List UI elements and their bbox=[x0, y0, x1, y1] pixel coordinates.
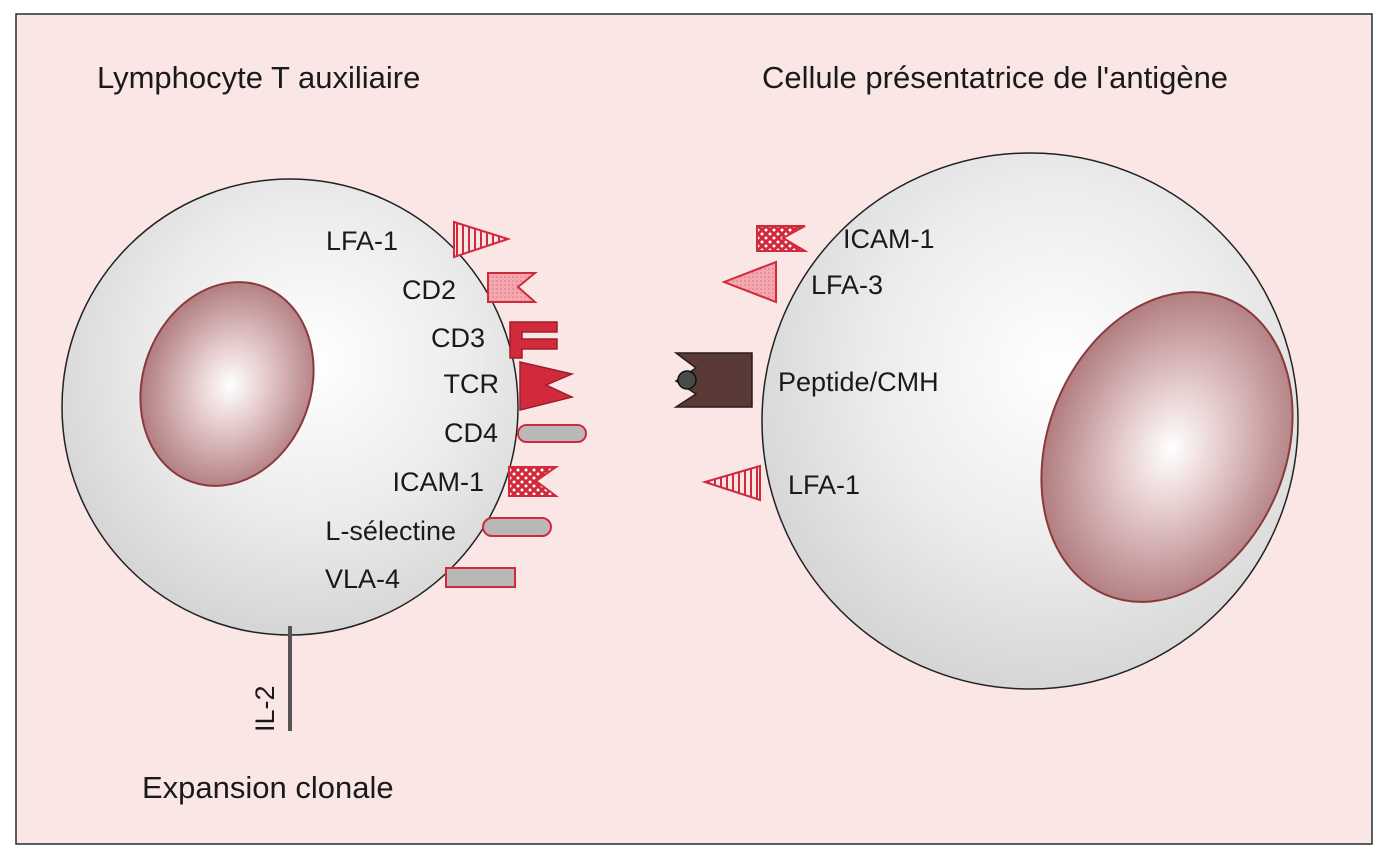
pink-triangle-icon bbox=[721, 260, 777, 304]
t-mol-label: ICAM-1 bbox=[392, 467, 484, 497]
dotted-notch-icon bbox=[508, 466, 560, 497]
apc-mol-label: ICAM-1 bbox=[843, 224, 935, 254]
t-cell-title: Lymphocyte T auxiliaire bbox=[97, 60, 420, 95]
grey-capsule-icon bbox=[517, 424, 587, 443]
outcome-label: Expansion clonale bbox=[142, 770, 394, 805]
t-mol-label: VLA-4 bbox=[325, 564, 400, 594]
t-cell bbox=[61, 178, 519, 636]
red-v-receptor-icon bbox=[519, 361, 575, 411]
peptide-ball-icon bbox=[677, 370, 697, 390]
apc-mol-label: Peptide/CMH bbox=[778, 367, 939, 397]
red-comb-icon bbox=[509, 321, 558, 359]
t-mol-label: TCR bbox=[444, 369, 500, 399]
apc-title: Cellule présentatrice de l'antigène bbox=[762, 60, 1228, 95]
il2-label: IL-2 bbox=[250, 685, 280, 732]
apc-cell bbox=[761, 152, 1299, 690]
t-mol-label: CD4 bbox=[444, 418, 498, 448]
grey-capsule-icon bbox=[482, 517, 552, 537]
apc-nucleus bbox=[1040, 291, 1294, 603]
t-mol-label: L-sélectine bbox=[325, 516, 456, 546]
t-mol-label: LFA-1 bbox=[326, 226, 398, 256]
mhc-peptide-icon bbox=[673, 352, 753, 408]
t-mol-label: CD3 bbox=[431, 323, 485, 353]
striped-triangle-icon bbox=[701, 464, 761, 502]
striped-triangle-icon bbox=[453, 220, 512, 259]
apc-mol-label: LFA-3 bbox=[811, 270, 883, 300]
notched-pink-block-icon bbox=[487, 272, 538, 303]
t-mol-label: CD2 bbox=[402, 275, 456, 305]
dotted-notch-icon bbox=[756, 225, 809, 252]
t-cell-nucleus bbox=[139, 281, 315, 487]
apc-mol-label: LFA-1 bbox=[788, 470, 860, 500]
grey-bar-icon bbox=[445, 567, 516, 588]
